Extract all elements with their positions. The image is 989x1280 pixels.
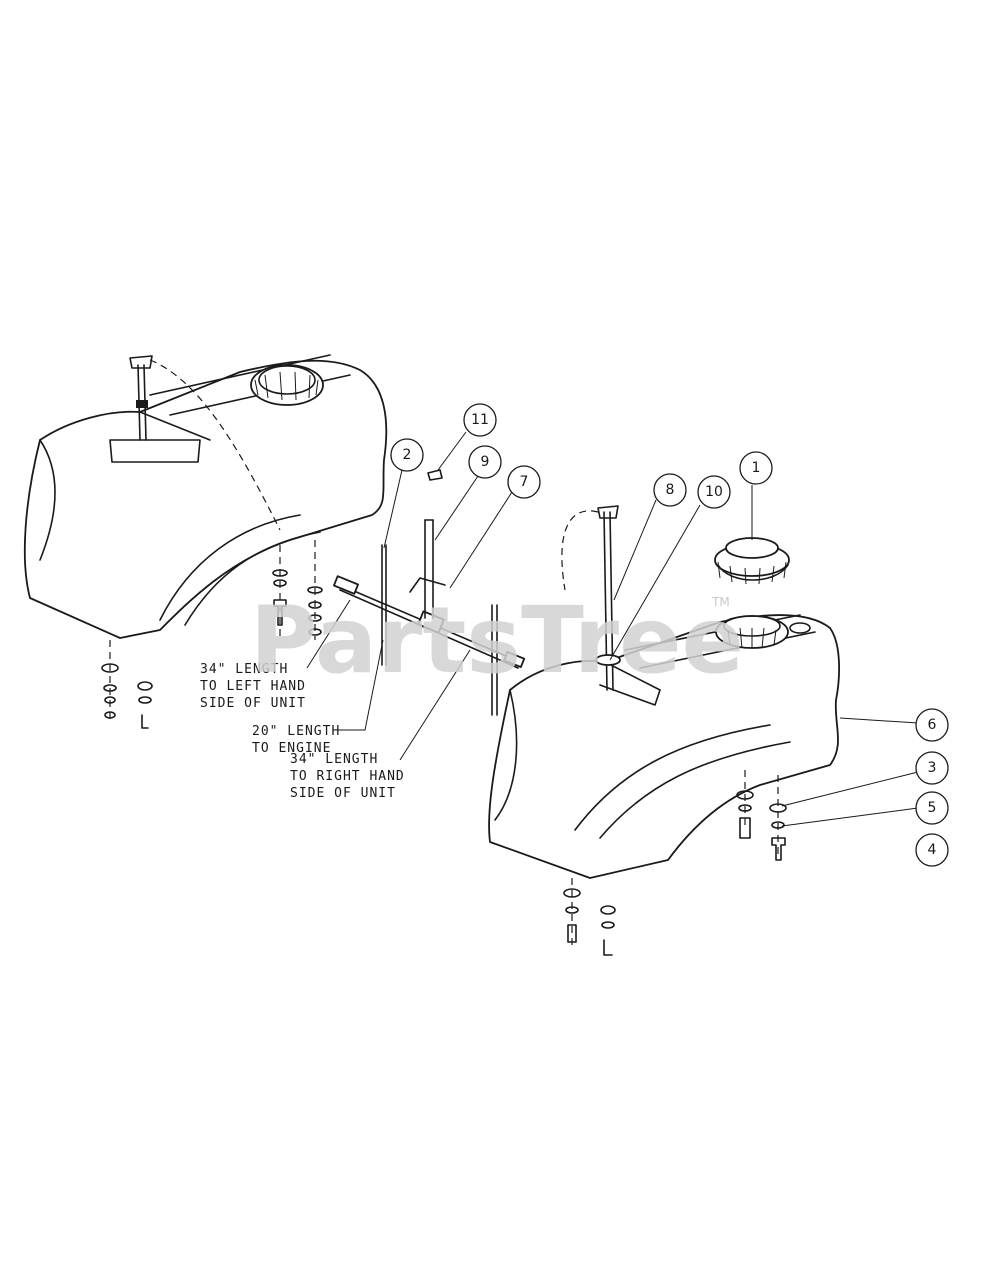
note-left-hose-line-1: 34" LENGTH — [200, 662, 288, 677]
note-left-hose-line-3: SIDE OF UNIT — [200, 696, 306, 711]
callout-1: 1 — [739, 451, 773, 485]
callout-10: 10 — [697, 475, 731, 509]
callout-9-label: 9 — [481, 454, 490, 470]
note-right-hose-line-2: TO RIGHT HAND — [290, 769, 405, 784]
callout-11: 11 — [463, 403, 497, 437]
callout-4: 4 — [915, 833, 949, 867]
leader-lines — [306, 431, 919, 827]
note-engine-hose-line-2: TO ENGINE — [252, 741, 331, 756]
note-left-hose-line-2: TO LEFT HAND — [200, 679, 306, 694]
callout-4-label: 4 — [928, 842, 937, 858]
callout-3-label: 3 — [928, 760, 937, 776]
note-engine-hose: 20" LENGTH TO ENGINE — [252, 724, 340, 756]
callout-7-label: 7 — [520, 474, 529, 490]
note-left-hose: 34" LENGTH TO LEFT HAND SIDE OF UNIT — [200, 662, 306, 711]
note-right-hose-line-1: 34" LENGTH — [290, 752, 378, 767]
callout-5: 5 — [915, 791, 949, 825]
callout-9: 9 — [468, 445, 502, 479]
callout-2-label: 2 — [403, 447, 412, 463]
callout-6-label: 6 — [928, 717, 937, 733]
fuel-hoses — [333, 469, 526, 716]
callout-7: 7 — [507, 465, 541, 499]
callout-5-label: 5 — [928, 800, 937, 816]
right-fuel-tank — [488, 505, 840, 956]
callout-8-label: 8 — [666, 482, 675, 498]
watermark-trademark: TM — [711, 595, 730, 609]
callout-10-label: 10 — [705, 484, 723, 500]
left-fuel-tank — [23, 354, 388, 729]
callout-6: 6 — [915, 708, 949, 742]
note-right-hose-line-3: SIDE OF UNIT — [290, 786, 396, 801]
partstree-watermark: PartsTree — [250, 587, 744, 694]
note-engine-hose-line-1: 20" LENGTH — [252, 724, 340, 739]
callout-2: 2 — [390, 438, 424, 472]
callout-8: 8 — [653, 473, 687, 507]
callout-11-label: 11 — [471, 412, 489, 428]
callout-3: 3 — [915, 751, 949, 785]
note-right-hose: 34" LENGTH TO RIGHT HAND SIDE OF UNIT — [290, 752, 405, 801]
callout-1-label: 1 — [752, 460, 761, 476]
